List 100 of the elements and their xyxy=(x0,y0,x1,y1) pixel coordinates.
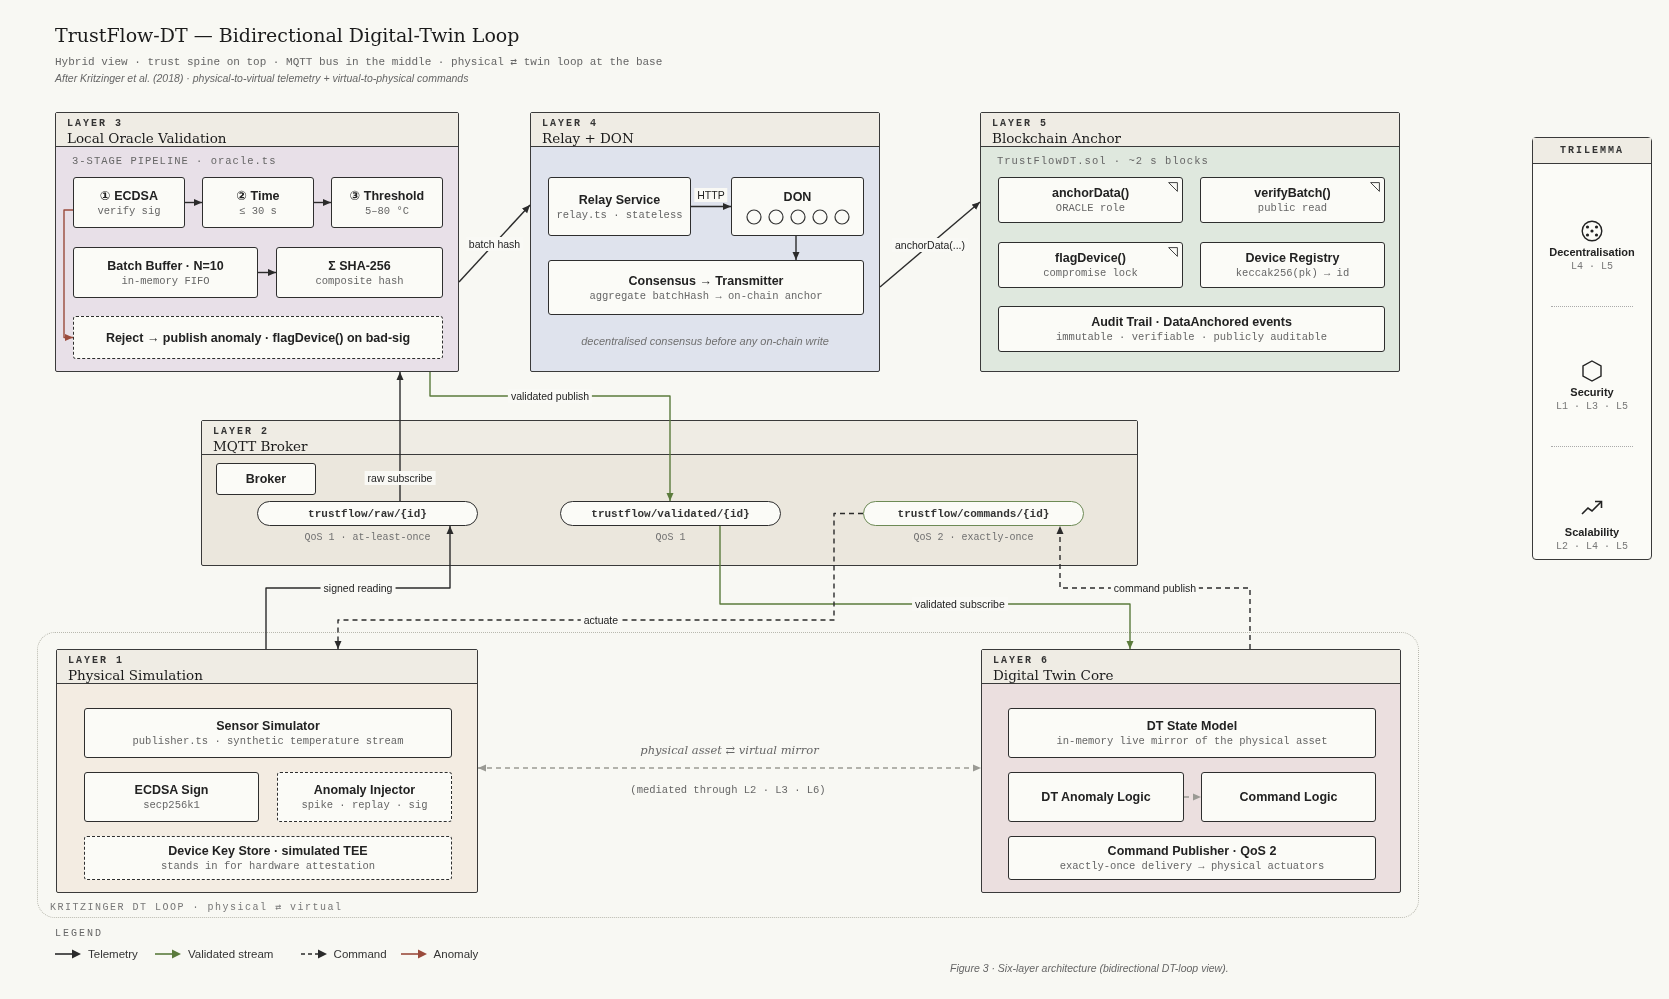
dashed-arrow xyxy=(1183,793,1202,801)
box-detail: public read xyxy=(1257,201,1328,215)
box-title: Anomaly Injector xyxy=(313,782,416,798)
arrow xyxy=(313,199,332,206)
layer-panel xyxy=(980,112,1400,372)
box-detail: publisher.ts · synthetic temperature stream xyxy=(132,734,404,748)
layer-panel xyxy=(55,112,459,372)
legend-label: Command xyxy=(333,948,387,960)
box-detail: exactly-once delivery → physical actuators xyxy=(1059,859,1325,873)
layer-tag: LAYER 2 xyxy=(213,426,269,438)
trilemma-item-layers: L1 · L3 · L5 xyxy=(1556,401,1628,413)
box-title: verifyBatch() xyxy=(1254,185,1331,201)
layer-tag: LAYER 4 xyxy=(542,118,598,130)
trilemma-item-layers: L2 · L4 · L5 xyxy=(1556,541,1628,553)
arrow xyxy=(690,203,732,210)
box-title: DT State Model xyxy=(1146,718,1238,734)
trilemma-item-title: Scalability xyxy=(1564,526,1620,539)
layer-panel xyxy=(201,420,1138,566)
layer-tag: LAYER 3 xyxy=(67,118,123,130)
box-title: flagDevice() xyxy=(1055,250,1126,266)
edge-label: signed reading xyxy=(320,581,396,595)
component-box xyxy=(1201,772,1376,822)
legend-label: Validated stream xyxy=(188,948,274,960)
box-title: ② Time xyxy=(236,187,280,204)
box-title: Audit Trail · DataAnchored events xyxy=(1091,314,1292,330)
topic-pill xyxy=(257,501,478,526)
arrow xyxy=(396,371,404,502)
topic-label: trustflow/raw/{id} xyxy=(308,507,427,520)
box-detail: in-memory live mirror of the physical asset xyxy=(1056,734,1328,748)
trilemma-item-layers: L4 · L5 xyxy=(1571,261,1613,273)
dashed-component-box xyxy=(73,316,443,359)
box-title: Consensus → Transmitter xyxy=(628,272,784,289)
layer-panel xyxy=(530,112,880,372)
layer-title: Local Oracle Validation xyxy=(67,130,227,146)
edge-label: validated publish xyxy=(507,389,593,403)
diagram-title: TrustFlow-DT — Bidirectional Digital-Twin Loop xyxy=(55,24,520,46)
component-box xyxy=(216,463,316,495)
component-box xyxy=(1008,836,1376,880)
component-box xyxy=(1200,242,1385,288)
component-box xyxy=(731,177,864,236)
edge-label: physical asset ⇄ virtual mirror xyxy=(637,743,822,757)
layer-title: Physical Simulation xyxy=(68,667,203,683)
component-box xyxy=(276,247,443,298)
box-title: Command Publisher · QoS 2 xyxy=(1107,843,1277,859)
dashed-arrow xyxy=(334,512,864,650)
box-title: ECDSA Sign xyxy=(134,782,209,798)
box-title: Batch Buffer · N=10 xyxy=(107,257,224,274)
layer-tag: LAYER 1 xyxy=(68,655,124,667)
box-title: anchorData() xyxy=(1051,185,1130,201)
box-detail: composite hash xyxy=(315,273,404,288)
box-detail: ORACLE role xyxy=(1055,201,1126,215)
topic-label: trustflow/commands/{id} xyxy=(897,507,1050,520)
box-title: Relay Service xyxy=(578,191,661,208)
component-box xyxy=(73,247,258,298)
trilemma-item-title: Decentralisation xyxy=(1549,246,1635,259)
component-box xyxy=(331,177,443,228)
component-box xyxy=(84,708,452,758)
source-note: After Kritzinger et al. (2018) · physical-to-virtual telemetry + virtual-to-physical commands xyxy=(55,72,469,84)
layer-tag: LAYER 5 xyxy=(992,118,1048,130)
box-title: DON xyxy=(783,188,812,205)
arrow xyxy=(184,199,203,206)
box-detail: stands in for hardware attestation xyxy=(160,859,376,873)
figure-caption: Figure 3 · Six-layer architecture (bidirectional DT-loop view). xyxy=(950,962,1229,974)
box-title: Broker xyxy=(245,471,287,487)
component-box xyxy=(1200,177,1385,223)
trilemma-panel xyxy=(1532,137,1652,560)
component-box xyxy=(202,177,314,228)
box-detail: 5–80 °C xyxy=(364,203,410,218)
topic-pill xyxy=(560,501,781,526)
box-detail: aggregate batchHash → on-chain anchor xyxy=(589,288,823,303)
box-title: Reject → publish anomaly · flagDevice() on bad-sig xyxy=(105,329,411,346)
layer-title: Relay + DON xyxy=(542,130,634,146)
arrow xyxy=(792,235,800,261)
box-title: Command Logic xyxy=(1239,789,1338,805)
component-box xyxy=(548,260,864,315)
qos-caption: QoS 1 · at-least-once xyxy=(304,532,431,544)
component-box xyxy=(73,177,185,228)
component-box xyxy=(1008,772,1184,822)
dashed-double-headed-arrow xyxy=(477,764,982,772)
trilemma-item-title: Security xyxy=(1570,386,1614,399)
edge-label: command publish xyxy=(1110,581,1200,595)
box-detail: immutable · verifiable · publicly auditable xyxy=(1056,330,1327,344)
box-title: Device Key Store · simulated TEE xyxy=(168,843,368,859)
box-detail: ≤ 30 s xyxy=(239,203,277,218)
layer-panel xyxy=(56,649,478,893)
layer-caption: 3-STAGE PIPELINE · oracle.ts xyxy=(72,155,277,168)
layer-caption: TrustFlowDT.sol · ~2 s blocks xyxy=(997,155,1209,168)
component-box xyxy=(548,177,691,236)
component-box xyxy=(84,772,259,822)
box-detail: spike · replay · sig xyxy=(301,798,428,812)
layer-title: Blockchain Anchor xyxy=(992,130,1121,146)
component-box xyxy=(998,242,1183,288)
trilemma-heading: TRILEMMA xyxy=(1560,145,1624,156)
mediation-note: (mediated through L2 · L3 · L6) xyxy=(630,784,826,796)
dashed-component-box xyxy=(277,772,452,822)
edge-label: anchorData(...) xyxy=(892,237,968,252)
component-box xyxy=(1008,708,1376,758)
qos-caption: QoS 2 · exactly-once xyxy=(913,532,1034,544)
box-detail: compromise lock xyxy=(1043,266,1138,280)
legend-heading: LEGEND xyxy=(55,928,103,939)
